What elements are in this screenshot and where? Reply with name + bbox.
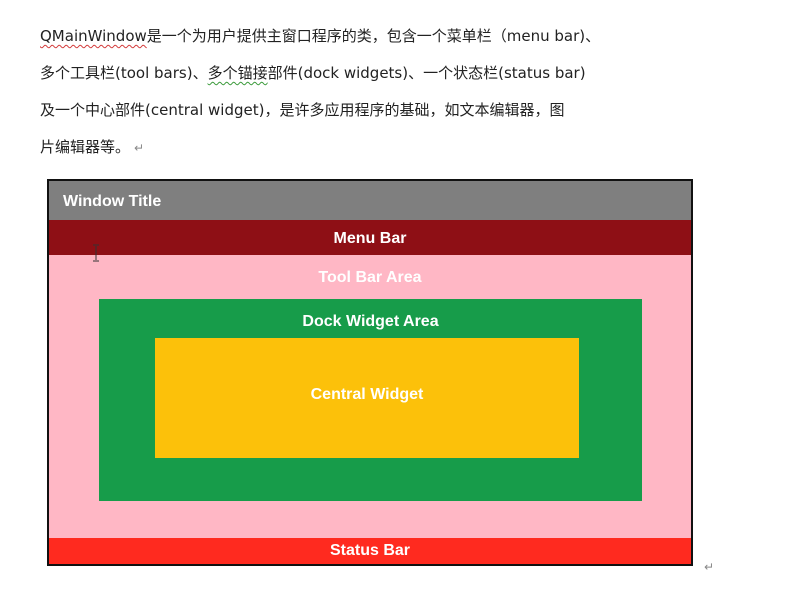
paragraph-line-1: QMainWindow是一个为用户提供主窗口程序的类，包含一个菜单栏（menu … — [40, 18, 730, 55]
paragraph-mark-icon: ↵ — [134, 141, 145, 155]
paragraph-mark-bottom-icon: ↵ — [704, 560, 715, 574]
qmainwindow-layout-diagram: Window Title Menu Bar Tool Bar Area Dock… — [47, 179, 693, 566]
dock-widget-area-label: Dock Widget Area — [302, 313, 439, 330]
central-widget-region: Central Widget — [155, 338, 579, 458]
paragraph-line-2-text-a: 多个工具栏(tool bars)、 — [40, 64, 208, 82]
paragraph-line-4-text: 片编辑器等。 — [40, 138, 131, 156]
description-paragraph: QMainWindow是一个为用户提供主窗口程序的类，包含一个菜单栏（menu … — [40, 18, 730, 167]
text-cursor-icon — [93, 244, 99, 262]
central-widget-label: Central Widget — [310, 386, 424, 403]
paragraph-line-2-text-b: 多个锚接 — [207, 64, 268, 82]
tool-bar-area-label: Tool Bar Area — [318, 269, 422, 286]
menu-bar-region: Menu Bar — [49, 220, 691, 255]
paragraph-line-4: 片编辑器等。↵ — [40, 129, 730, 167]
paragraph-line-1-text: 是一个为用户提供主窗口程序的类，包含一个菜单栏（menu bar)、 — [146, 27, 601, 45]
window-title-bar: Window Title — [49, 181, 691, 220]
paragraph-line-2-text-c: 部件(dock widgets)、一个状态栏(status bar) — [267, 64, 586, 82]
status-bar-region: Status Bar — [49, 538, 691, 564]
paragraph-line-2: 多个工具栏(tool bars)、多个锚接部件(dock widgets)、一个… — [40, 55, 730, 92]
qmainwindow-term: QMainWindow — [40, 27, 147, 45]
paragraph-line-3: 及一个中心部件(central widget)，是许多应用程序的基础，如文本编辑… — [40, 101, 565, 119]
dock-widget-area: Dock Widget Area Central Widget — [99, 299, 642, 501]
